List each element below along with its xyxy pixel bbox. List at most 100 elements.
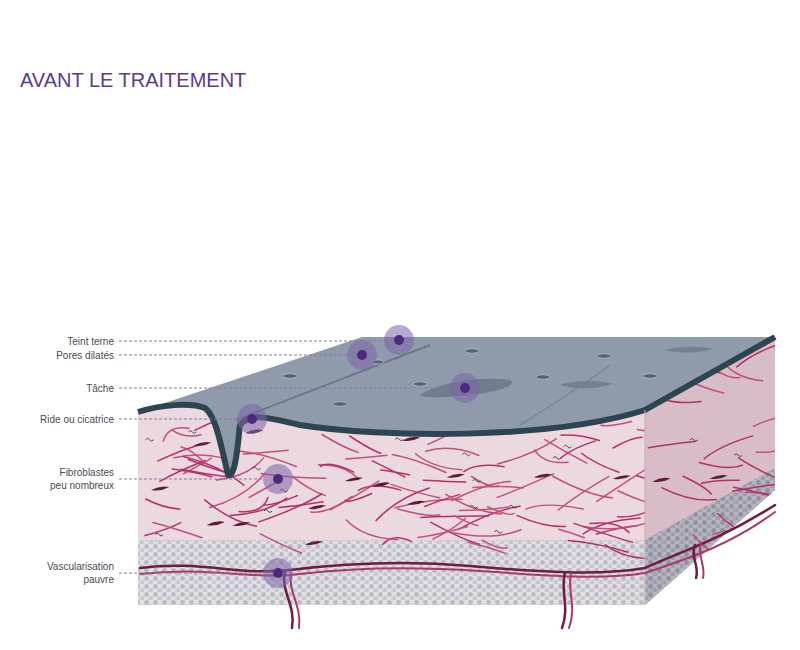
callout-markers — [237, 325, 480, 588]
collagen-fiber — [472, 477, 499, 487]
elastin-fiber — [470, 505, 478, 508]
collagen-fiber — [358, 486, 400, 490]
collagen-fiber — [453, 530, 521, 536]
collagen-fiber — [452, 482, 511, 501]
callout-label: Vascularisation pauvre — [34, 560, 114, 586]
fibroblast — [345, 477, 363, 481]
collagen-fiber — [264, 496, 298, 505]
fibroblast — [652, 478, 670, 482]
pores — [283, 349, 657, 406]
fibroblast — [710, 475, 728, 479]
collagen-fiber — [459, 507, 508, 510]
collagen-fiber — [574, 523, 633, 542]
elastin-fiber — [395, 438, 403, 441]
callout-label: Fibroblastes peu nombreux — [48, 466, 114, 492]
collagen-fiber — [739, 458, 787, 483]
collagen-fiber — [497, 474, 553, 498]
elastin-fiber — [462, 453, 470, 456]
elastin-fiber — [564, 445, 572, 448]
fibroblast — [407, 501, 425, 505]
collagen-fiber — [381, 470, 410, 475]
collagen-fiber — [376, 488, 429, 521]
fibroblast — [308, 505, 326, 509]
collagen-fiber — [372, 461, 405, 477]
collagen-fiber — [568, 541, 628, 553]
elastin-fiber — [473, 479, 481, 482]
elastin-fiber — [253, 467, 261, 470]
collagen-fiber — [561, 441, 596, 458]
collagen-fiber — [433, 518, 466, 539]
collagen-fiber — [498, 439, 557, 464]
collagen-fiber — [559, 529, 585, 538]
collagen-fiber — [559, 476, 609, 510]
fibroblast — [402, 437, 420, 441]
elastin-fiber — [188, 431, 196, 434]
epidermis-edge — [138, 337, 775, 475]
collagen-fiber — [243, 450, 288, 454]
scar-crease — [520, 365, 610, 425]
collagen-fiber — [468, 542, 505, 553]
collagen-fiber — [746, 492, 800, 500]
collagen-fiber — [702, 480, 740, 483]
collagen-fiber — [172, 469, 212, 477]
collagen-fiber — [346, 455, 387, 459]
collagen-fiber — [637, 423, 666, 431]
elastin-fiber — [155, 533, 163, 536]
collagen-fiber — [210, 473, 265, 507]
callout-label: Tâche — [24, 382, 114, 395]
collagen-fiber — [699, 463, 742, 468]
collagen-fiber — [582, 453, 619, 472]
collagen-fiber — [146, 499, 180, 509]
collagen-fiber — [426, 448, 479, 455]
collagen-fiber — [618, 491, 667, 508]
collagen-fiber — [418, 527, 467, 538]
collagen-fiber — [231, 450, 297, 466]
fibroblast — [305, 541, 323, 545]
collagen-fiber — [231, 498, 287, 516]
collagen-fiber — [704, 436, 753, 459]
collagen-fiber — [606, 545, 657, 559]
diagram-title: AVANT LE TRAITEMENT — [20, 68, 246, 92]
collagen-fiber — [454, 516, 478, 526]
collagen-fiber — [322, 435, 358, 453]
collagen-fiber — [205, 500, 257, 526]
collagen-fiber — [292, 476, 325, 495]
collagen-fiber — [345, 494, 372, 502]
callout-label: Pores dilatés — [24, 349, 114, 362]
wrinkle-crease — [236, 345, 430, 420]
collagen-fiber — [733, 483, 795, 492]
fibroblast — [151, 486, 169, 490]
fibroblast — [447, 474, 465, 478]
collagen-fiber — [181, 447, 203, 462]
collagen-fiber — [517, 516, 565, 527]
collagen-fiber — [163, 428, 189, 442]
fibroblast — [613, 475, 631, 479]
collagen-fiber — [613, 437, 642, 448]
collagen-fiber — [391, 484, 440, 497]
elastin-fiber — [146, 438, 154, 441]
collagen-fiber — [311, 496, 352, 512]
skin-surface — [138, 337, 775, 475]
collagen-fiber — [662, 488, 717, 500]
fibroblast — [194, 442, 212, 446]
collagen-fiber — [756, 448, 781, 453]
collagen-fiber — [153, 522, 202, 537]
fibroblast — [233, 522, 251, 526]
elastin-fiber — [734, 454, 742, 457]
elastin-fiber — [264, 509, 272, 512]
block-edge — [645, 410, 646, 605]
collagen-fiber — [423, 480, 465, 482]
collagen-fiber — [346, 520, 397, 540]
collagen-fiber — [158, 444, 204, 461]
elastin-fiber — [509, 505, 517, 508]
collagen-fiber — [319, 465, 359, 480]
elastin-fiber — [553, 457, 561, 460]
collagen-fiber — [561, 435, 599, 440]
dark-spot — [665, 347, 712, 353]
fibroblast — [534, 474, 552, 478]
fibroblast — [207, 521, 225, 525]
collagen-fiber — [416, 454, 462, 470]
callout-label: Ride ou cicatrice — [14, 413, 114, 426]
collagen-fiber — [172, 430, 201, 436]
